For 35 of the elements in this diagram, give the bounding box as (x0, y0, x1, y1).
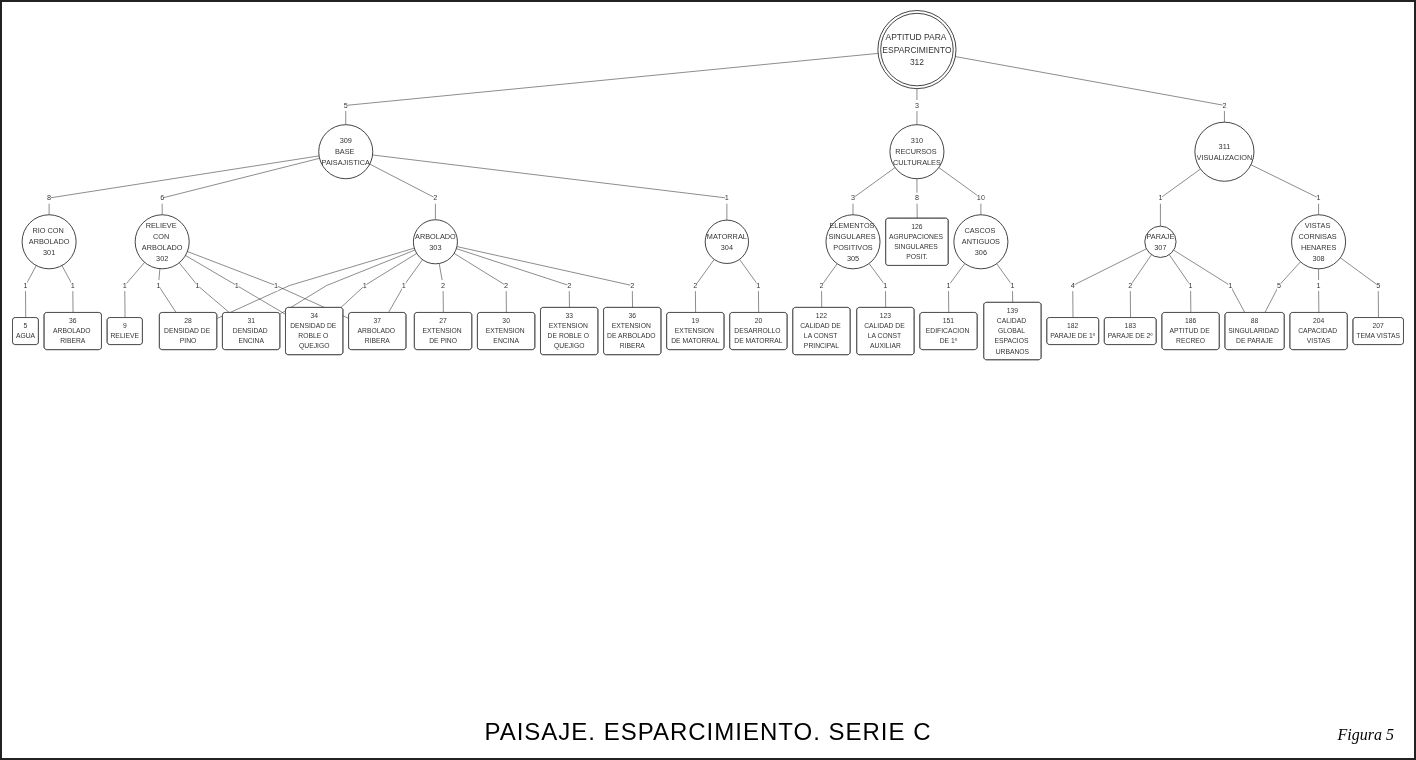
connector (161, 158, 320, 216)
connector (216, 247, 415, 319)
figure-number: Figura 5 (1337, 726, 1394, 743)
connector (178, 262, 230, 313)
connector (1160, 168, 1201, 227)
connector (388, 259, 423, 313)
connector (187, 251, 350, 319)
connector (1264, 261, 1301, 313)
connector (1340, 257, 1379, 319)
connector (852, 167, 896, 216)
connector (456, 248, 570, 308)
connector (1072, 248, 1147, 319)
connector (456, 246, 633, 308)
connector (372, 154, 728, 221)
connector (25, 265, 37, 319)
connector (948, 263, 966, 313)
connector (868, 263, 886, 308)
connector (938, 167, 982, 216)
connector (1173, 249, 1246, 313)
connector (916, 88, 918, 125)
connector (345, 53, 879, 125)
connector (124, 262, 145, 319)
connector (340, 253, 417, 308)
connector (369, 163, 436, 221)
caption: PAISAJE. ESPARCIMIENTO. SERIE C (484, 718, 932, 745)
connector (739, 259, 759, 313)
connector (695, 259, 715, 313)
connector (453, 253, 507, 313)
connector (279, 249, 416, 315)
connector (955, 56, 1225, 123)
connector (185, 255, 287, 315)
connector (48, 155, 320, 216)
connector (1130, 254, 1152, 319)
connector (1169, 254, 1192, 313)
connector (1250, 164, 1319, 216)
